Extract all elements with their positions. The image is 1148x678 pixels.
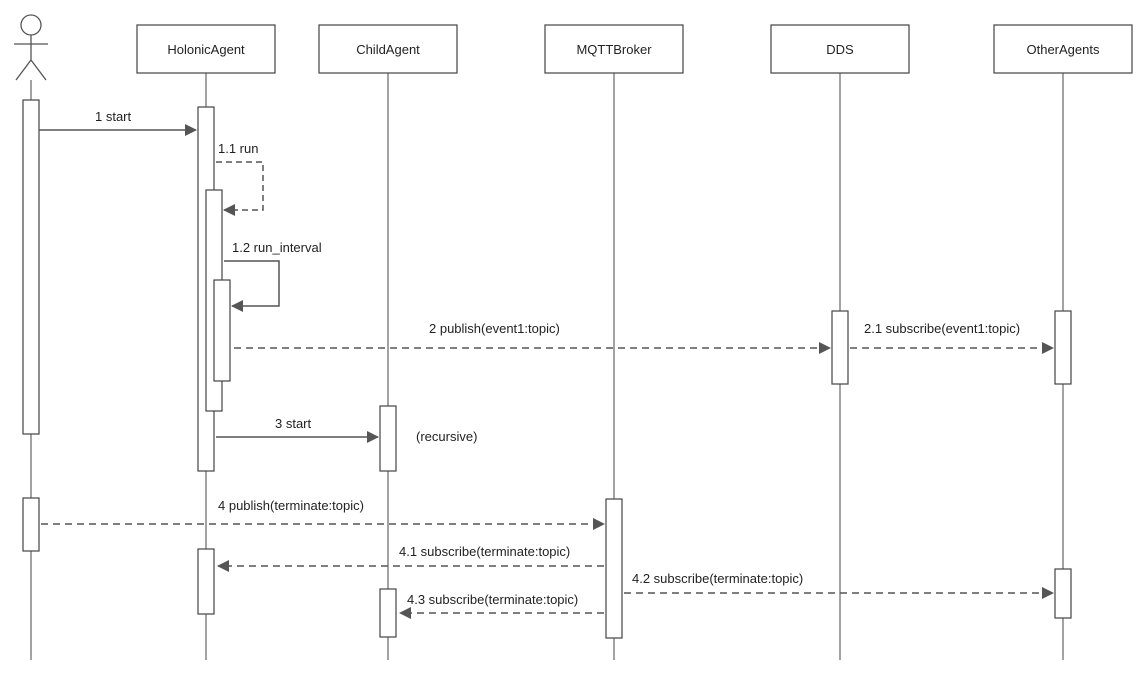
- user-actor-icon: [14, 14, 48, 81]
- message-4-3-subscribe-terminate-label: 4.3 subscribe(terminate:topic): [407, 592, 578, 607]
- message-1-1-run-label: 1.1 run: [218, 141, 258, 156]
- lifelines: [30, 73, 1064, 660]
- message-1-2-run-interval-arrow: [224, 260, 280, 312]
- activation-others-1: [1054, 310, 1072, 385]
- message-4-publish-terminate-label: 4 publish(terminate:topic): [218, 498, 364, 513]
- message-4-1-subscribe-terminate-label: 4.1 subscribe(terminate:topic): [399, 544, 570, 559]
- activation-holonic-run-interval: [213, 279, 231, 382]
- message-1-2-run-interval-label: 1.2 run_interval: [232, 240, 322, 255]
- message-3-start-label: 3 start: [275, 416, 312, 431]
- message-1-start-label: 1 start: [95, 109, 132, 124]
- participant-mqtt-broker-label: MQTTBroker: [576, 42, 652, 57]
- participant-child-agent-label: ChildAgent: [356, 42, 420, 57]
- activation-others-2: [1054, 568, 1072, 619]
- activation-child-start: [379, 405, 397, 472]
- message-2-publish-label: 2 publish(event1:topic): [429, 321, 560, 336]
- message-4-2-subscribe-terminate-label: 4.2 subscribe(terminate:topic): [632, 571, 803, 586]
- activation-broker: [605, 498, 623, 639]
- activation-actor-1: [22, 99, 40, 435]
- participant-child-agent-box: [318, 24, 458, 74]
- recursive-note: (recursive): [416, 429, 477, 444]
- activation-dds: [831, 310, 849, 385]
- participant-holonic-agent-label: HolonicAgent: [167, 42, 245, 57]
- activation-holonic-terminate: [197, 548, 215, 615]
- message-2-1-subscribe-label: 2.1 subscribe(event1:topic): [864, 321, 1020, 336]
- activation-child-terminate: [379, 588, 397, 638]
- participant-dds-box: [770, 24, 910, 74]
- participant-holonic-agent-box: [136, 24, 276, 74]
- participant-other-agents-label: OtherAgents: [1027, 42, 1100, 57]
- participant-other-agents-box: [993, 24, 1133, 74]
- participant-mqtt-broker-box: [544, 24, 684, 74]
- activation-actor-2: [22, 497, 40, 552]
- message-1-1-run-arrow: [216, 161, 264, 216]
- participant-dds-label: DDS: [826, 42, 854, 57]
